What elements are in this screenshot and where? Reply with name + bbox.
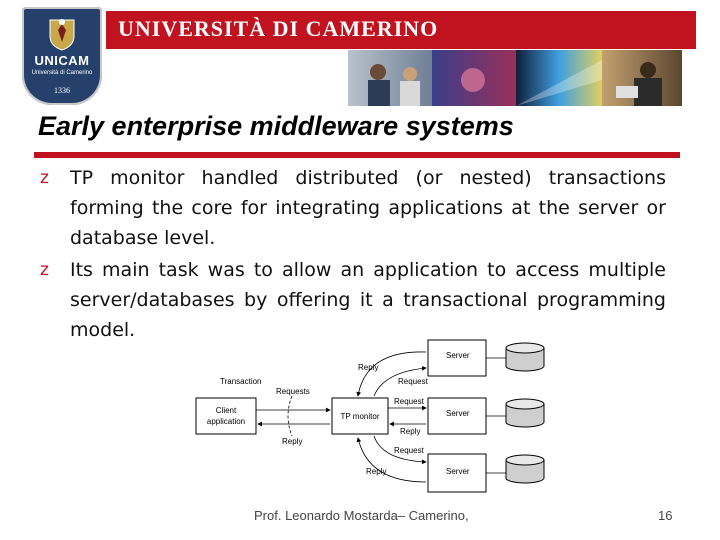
reply-arrow: [356, 351, 427, 397]
transaction-label: Transaction: [220, 377, 262, 386]
request-label: Request: [398, 377, 429, 386]
bullet-list: z TP monitor handled distributed (or nes…: [40, 163, 666, 347]
database-icon: [505, 342, 545, 372]
server-label: Server: [446, 467, 470, 476]
client-label-line2: application: [207, 417, 245, 426]
header-banner: UNIVERSITÀ DI CAMERINO: [106, 11, 696, 49]
reply-arrow: [356, 437, 427, 483]
server-label: Server: [446, 351, 470, 360]
header-photo-strip: [348, 50, 682, 106]
logo-subtitle: Università di Camerino: [31, 70, 93, 76]
slide-title: Early enterprise middleware systems: [38, 111, 514, 141]
tp-monitor-diagram: Client application TP monitor Server Ser…: [195, 339, 545, 493]
page-number: 16: [658, 508, 673, 523]
request-label: Request: [394, 397, 425, 406]
server-box-3: Server: [427, 453, 487, 493]
bullet-text: TP monitor handled distributed (or neste…: [70, 167, 666, 249]
tp-monitor-label: TP monitor: [341, 412, 380, 421]
logo-brand: UNICAM: [34, 53, 90, 68]
server-box-1: Server: [427, 339, 487, 377]
title-underline: [34, 152, 680, 158]
reply-label: Reply: [366, 467, 386, 476]
bullet-marker-icon: z: [40, 168, 49, 188]
crest-icon: [49, 19, 75, 51]
logo-year: 1336: [54, 86, 70, 95]
university-logo: UNICAM Università di Camerino 1336: [22, 7, 102, 105]
request-arrow: [373, 435, 427, 465]
reply-label: Reply: [400, 427, 420, 436]
server-label: Server: [446, 409, 470, 418]
reply-label: Reply: [282, 437, 302, 446]
database-icon: [505, 398, 545, 428]
request-label: Request: [394, 446, 425, 455]
reply-label: Reply: [358, 363, 378, 372]
server-box-2: Server: [427, 397, 487, 435]
tp-monitor-box: TP monitor: [331, 397, 389, 435]
request-arrow: [373, 365, 427, 397]
banner-title: UNIVERSITÀ DI CAMERINO: [118, 16, 439, 41]
bullet-marker-icon: z: [40, 260, 49, 280]
bullet-item: z Its main task was to allow an applicat…: [40, 255, 666, 345]
client-label-line1: Client: [216, 406, 237, 415]
footer-credit: Prof. Leonardo Mostarda– Camerino,: [254, 508, 469, 523]
client-application-box: Client application: [195, 397, 257, 435]
database-icon: [505, 454, 545, 484]
bullet-item: z TP monitor handled distributed (or nes…: [40, 163, 666, 253]
requests-label: Requests: [276, 387, 310, 396]
bullet-text: Its main task was to allow an applicatio…: [70, 259, 666, 341]
transaction-boundary: [287, 395, 293, 437]
